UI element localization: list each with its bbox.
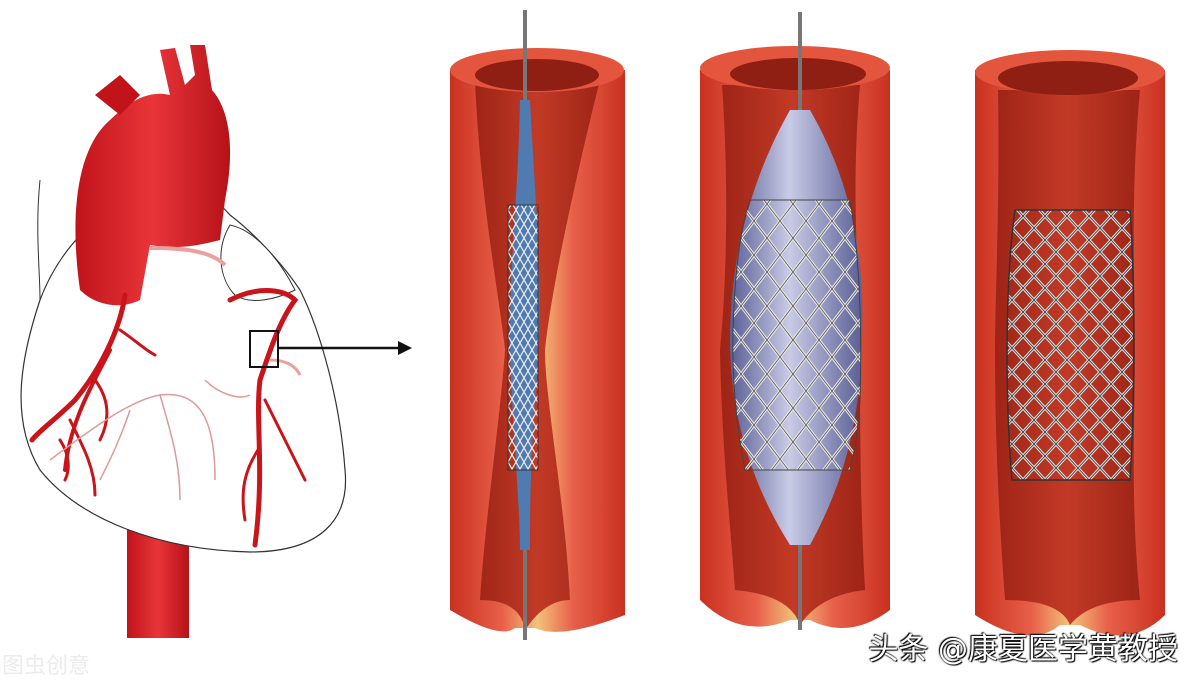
vessel-balloon-inflated [700, 12, 890, 630]
vessel-stent-deflated [450, 10, 625, 640]
descending-aorta [127, 530, 189, 638]
crimped-stent [507, 204, 539, 471]
vessel-stent-deployed [975, 50, 1165, 636]
stock-watermark: 图虫创意 [2, 654, 91, 679]
aorta-arch [75, 45, 231, 306]
arrow-head-icon [398, 341, 412, 355]
author-watermark: 头条 @康夏医学黄教授 [868, 632, 1178, 667]
cardiac-veins [49, 358, 302, 501]
left-atrial-appendage [220, 224, 296, 301]
coronary-arteries [29, 288, 307, 548]
heart [20, 45, 412, 638]
expanded-stent [732, 199, 862, 471]
deployed-stent [1006, 209, 1135, 481]
